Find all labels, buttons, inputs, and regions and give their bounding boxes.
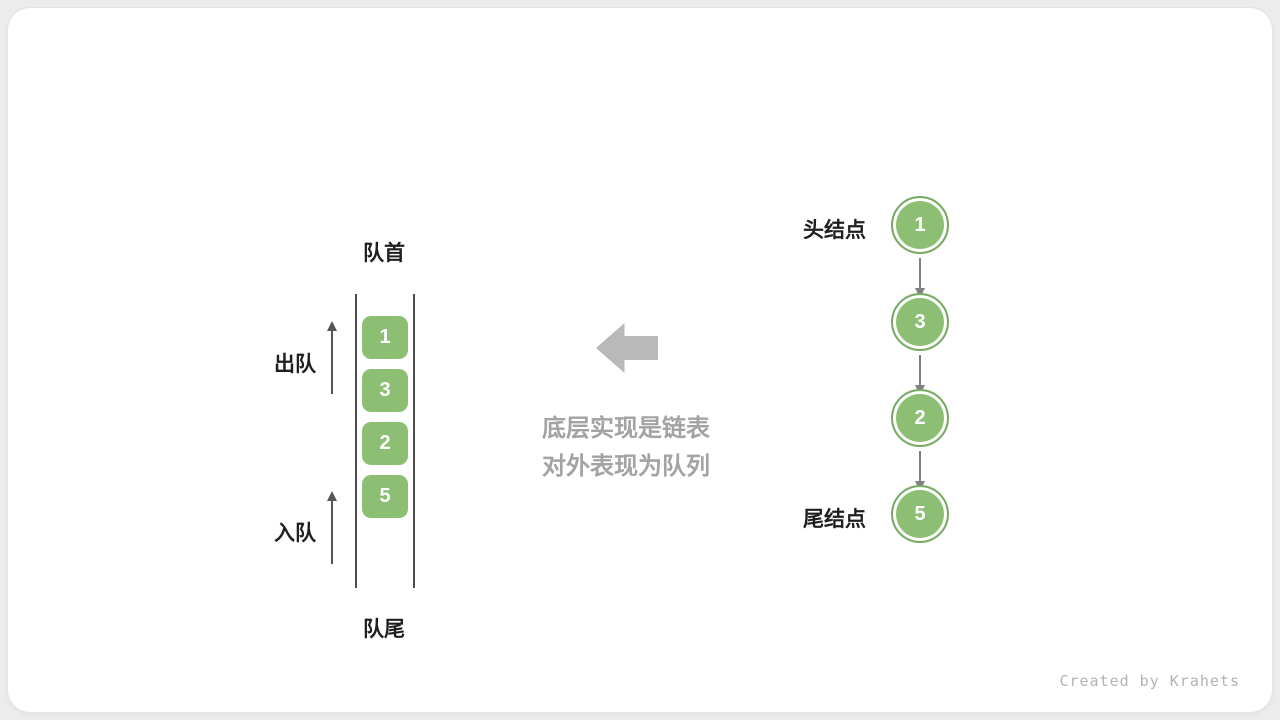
list-node: 1 xyxy=(891,196,949,254)
enqueue-label: 入队 xyxy=(274,522,316,545)
annotation-text: 底层实现是链表 对外表现为队列 xyxy=(476,410,776,486)
queue-left-wall xyxy=(355,294,357,588)
queue-item: 3 xyxy=(362,369,408,412)
list-link-arrow-icon xyxy=(915,355,925,395)
head-node-label: 头结点 xyxy=(803,219,866,242)
queue-item: 5 xyxy=(362,475,408,518)
list-node: 2 xyxy=(891,389,949,447)
queue-item: 2 xyxy=(362,422,408,465)
queue-rear-label: 队尾 xyxy=(363,618,405,641)
queue-front-label: 队首 xyxy=(363,242,405,265)
diagram-canvas: 队首 1 3 2 5 出队 入队 队尾 底层实现是链表 对外表现为队列 头结点 … xyxy=(8,8,1272,712)
tail-node-label: 尾结点 xyxy=(803,508,866,531)
queue-right-wall xyxy=(413,294,415,588)
list-node: 5 xyxy=(891,485,949,543)
left-block-arrow-icon xyxy=(596,323,658,373)
dequeue-label: 出队 xyxy=(274,353,316,376)
list-node: 3 xyxy=(891,293,949,351)
enqueue-arrow-icon xyxy=(327,491,337,564)
queue-item: 1 xyxy=(362,316,408,359)
list-link-arrow-icon xyxy=(915,258,925,298)
credit-text: Created by Krahets xyxy=(1059,672,1240,690)
list-link-arrow-icon xyxy=(915,451,925,491)
annotation-line-2: 对外表现为队列 xyxy=(542,453,710,480)
annotation-line-1: 底层实现是链表 xyxy=(542,415,710,442)
dequeue-arrow-icon xyxy=(327,321,337,394)
